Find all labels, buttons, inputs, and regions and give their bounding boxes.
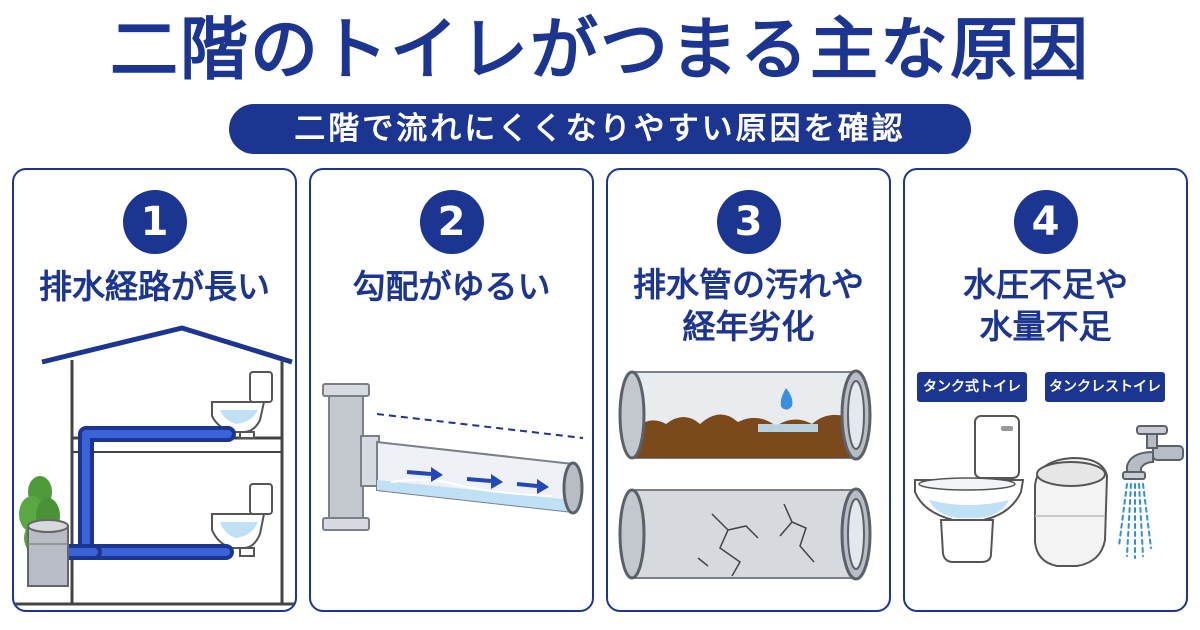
two-storey-house-drainage-illustration (14, 325, 295, 606)
cause-title-line: 排水経路が長い (39, 267, 270, 306)
tankless-toilet-icon (1034, 456, 1109, 567)
cause-card-3: 3 排水管の汚れや 経年劣化 (606, 168, 891, 612)
cause-title-line: 経年劣化 (682, 307, 815, 346)
cause-title: 水圧不足や 水量不足 (905, 264, 1186, 348)
water-spray-icon (1118, 483, 1152, 559)
cause-card-4: 4 水圧不足や 水量不足 タンク式トイレ タンクレストイレ (903, 168, 1188, 612)
downstairs-toilet-icon (211, 483, 273, 557)
cause-card-2: 2 勾配がゆるい (309, 168, 594, 612)
cracked-pipe-icon (618, 487, 872, 581)
flow-arrow-icon (406, 467, 549, 494)
tag-tankless-toilet: タンクレストイレ (1045, 372, 1165, 402)
upstairs-toilet-icon (211, 371, 273, 439)
cause-number-badge: 1 (122, 190, 187, 254)
tank-toilet-icon (914, 415, 1025, 563)
drain-basin-icon (27, 519, 69, 587)
cause-title-line: 水圧不足や (963, 265, 1128, 304)
page-title: 二階のトイレがつまる主な原因 (109, 11, 1090, 90)
cause-title-line: 水量不足 (979, 307, 1112, 346)
page-subtitle-banner: 二階で流れにくくなりやすい原因を確認 (229, 104, 971, 154)
cause-number-badge: 2 (419, 190, 484, 254)
gentle-slope-pipe-illustration (322, 383, 584, 531)
tag-tank-toilet: タンク式トイレ (917, 372, 1027, 402)
water-pressure-illustration (914, 415, 1184, 567)
cause-title: 勾配がゆるい (311, 266, 592, 308)
cause-title-line: 勾配がゆるい (352, 267, 551, 306)
clogged-pipe-icon (618, 369, 872, 461)
cause-title: 排水経路が長い (14, 266, 295, 308)
cause-title: 排水管の汚れや 経年劣化 (608, 264, 889, 348)
cause-number-badge: 4 (1013, 190, 1078, 254)
faucet-icon (1122, 425, 1184, 480)
cause-title-line: 排水管の汚れや (633, 265, 864, 304)
dirty-aged-pipe-illustration (618, 369, 872, 581)
cause-number-badge: 3 (716, 190, 781, 254)
cause-card-1: 1 排水経路が長い (12, 168, 297, 612)
